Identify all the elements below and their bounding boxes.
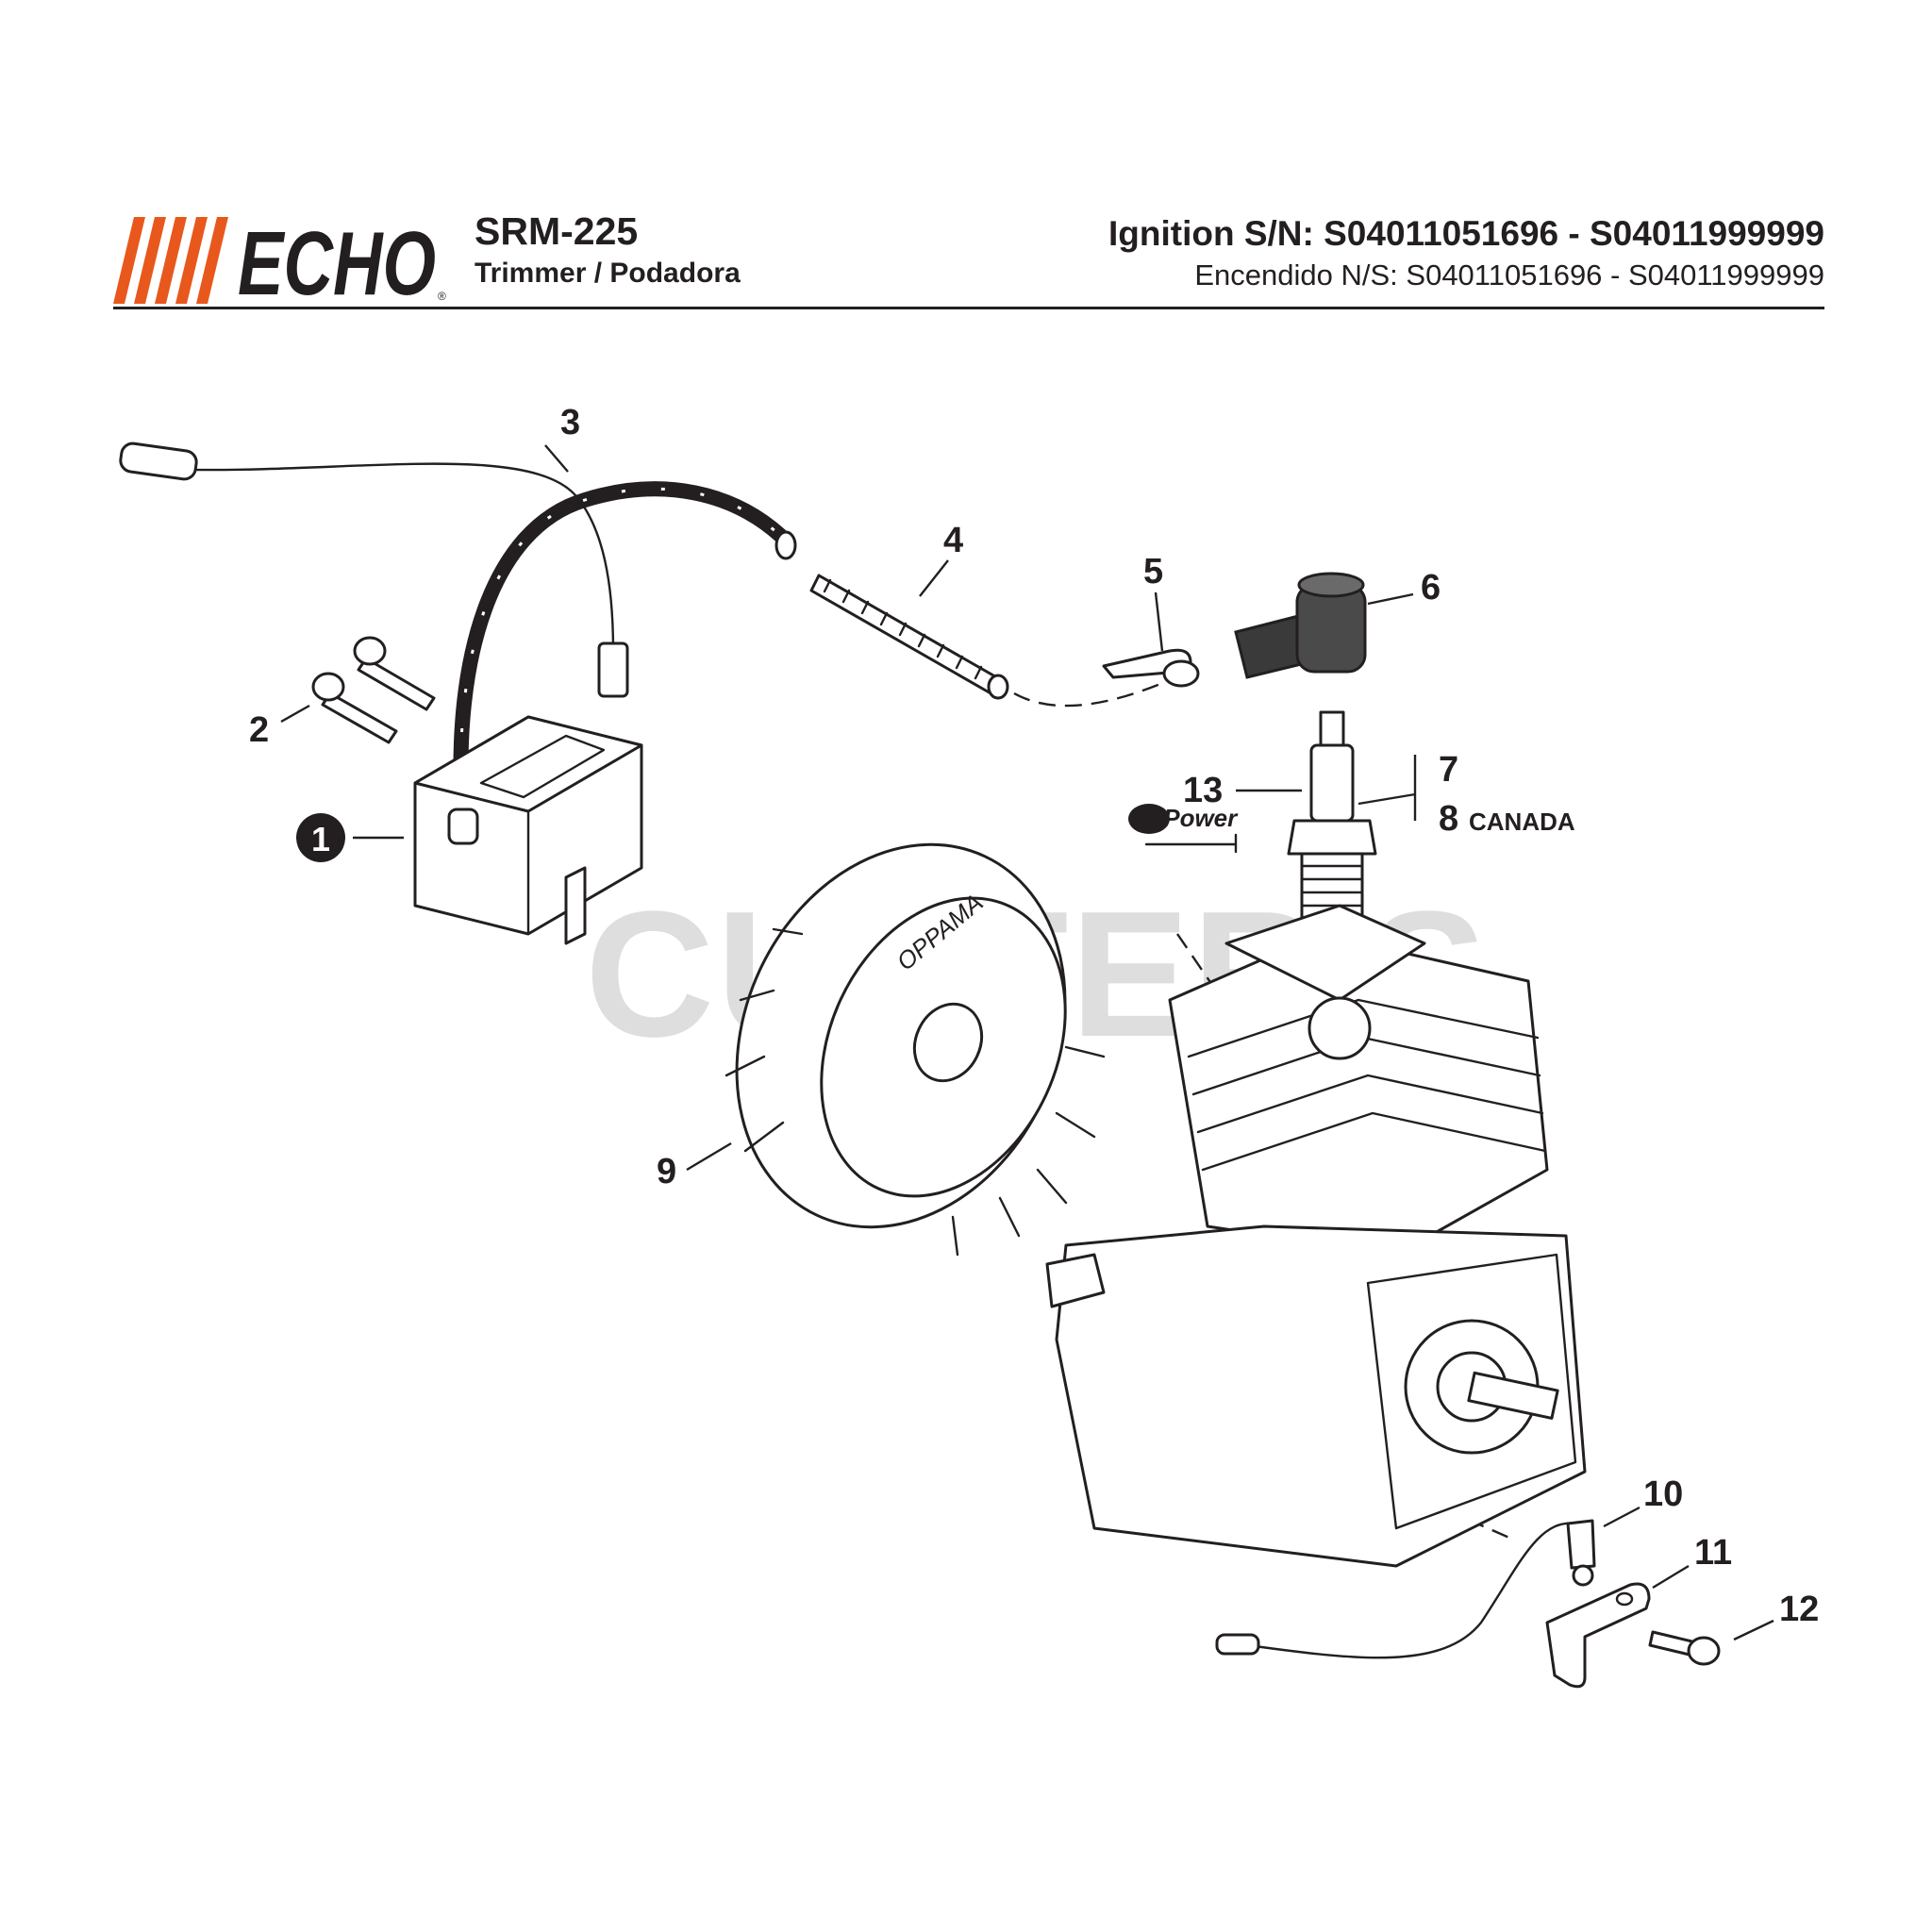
leader-3 bbox=[544, 444, 569, 473]
coil-core-slot bbox=[479, 734, 606, 799]
spark-plug-port bbox=[1307, 996, 1372, 1060]
leader-9 bbox=[686, 1141, 732, 1172]
header-divider bbox=[113, 307, 1824, 309]
spring-coils bbox=[823, 578, 983, 680]
serial-range-english: Ignition S/N: S04011051696 - S0401199999… bbox=[1108, 214, 1824, 253]
lead-end bbox=[774, 530, 797, 560]
plug-cap-body bbox=[1295, 583, 1367, 674]
callout-6: 6 bbox=[1421, 568, 1441, 608]
flywheel-hub bbox=[912, 1002, 984, 1083]
echo-logo: ECHO ® bbox=[113, 217, 446, 304]
callout-10: 10 bbox=[1643, 1474, 1683, 1514]
callout-2: 2 bbox=[249, 710, 269, 750]
ground-eyelet bbox=[1572, 1564, 1594, 1587]
clamp-body bbox=[1545, 1582, 1651, 1689]
callout-labels: 3 4 5 6 7 8 CANADA 13 2 1 9 10 11 12 bbox=[249, 403, 1819, 1629]
repower-logo: RePower bbox=[1128, 804, 1239, 854]
screw-head-lower bbox=[311, 672, 345, 702]
plug-insulator bbox=[1309, 743, 1355, 823]
registered-mark-icon: ® bbox=[438, 290, 446, 303]
part-1-ignition-coil bbox=[413, 715, 643, 945]
screw-shaft-upper bbox=[357, 657, 436, 711]
spade-connector bbox=[597, 641, 629, 698]
leader-7-8 bbox=[1357, 792, 1416, 806]
coil-mount-tab bbox=[564, 866, 587, 945]
repower-underline bbox=[1144, 833, 1238, 854]
callout-1-badge bbox=[296, 813, 345, 862]
leader-5 bbox=[1154, 591, 1164, 652]
repower-text: RePower bbox=[1132, 804, 1239, 832]
logo-wordmark: ECHO bbox=[238, 217, 436, 304]
clip-coil bbox=[1162, 659, 1200, 688]
callout-12: 12 bbox=[1779, 1590, 1819, 1629]
part-12-screw bbox=[1648, 1630, 1721, 1666]
coil-top bbox=[413, 715, 643, 813]
repower-badge-icon bbox=[1128, 804, 1170, 834]
ground-wire bbox=[192, 462, 615, 653]
page-header: ECHO ® SRM-225 Trimmer / Podadora Igniti… bbox=[113, 209, 1824, 308]
screw-head-upper bbox=[353, 636, 387, 666]
product-subtitle: Trimmer / Podadora bbox=[475, 258, 741, 289]
coil-lead-boss bbox=[447, 808, 479, 845]
plug-cap-top bbox=[1297, 572, 1365, 598]
engine-block bbox=[1045, 904, 1587, 1568]
callout-1: 1 bbox=[311, 820, 330, 858]
callout-3: 3 bbox=[560, 403, 580, 442]
ground-lead-end bbox=[1215, 1633, 1260, 1656]
part-6-plug-cap bbox=[1234, 572, 1367, 679]
part-9-flywheel: OPPAMA bbox=[724, 842, 1106, 1257]
screw-shaft-lower bbox=[321, 691, 398, 744]
callout-8-note: CANADA bbox=[1469, 808, 1575, 836]
leader-2 bbox=[280, 704, 310, 724]
plug-thread-lines bbox=[1300, 864, 1364, 908]
crankshaft bbox=[1467, 1371, 1559, 1420]
screw-head bbox=[1687, 1636, 1721, 1666]
model-name: SRM-225 bbox=[475, 209, 639, 253]
leader-10 bbox=[1603, 1506, 1641, 1528]
part-5-clip bbox=[1102, 648, 1200, 688]
assembly-line-spring bbox=[1013, 682, 1161, 708]
callout-13: 13 bbox=[1183, 771, 1223, 810]
part-11-clamp bbox=[1545, 1582, 1651, 1689]
mount-boss bbox=[1045, 1253, 1106, 1308]
leader-6 bbox=[1367, 592, 1414, 606]
part-3-wires bbox=[119, 441, 797, 819]
callout-7: 7 bbox=[1439, 750, 1458, 790]
cylinder-head bbox=[1224, 904, 1426, 1002]
serial-range-spanish: Encendido N/S: S04011051696 - S040119999… bbox=[1194, 258, 1824, 291]
part-2-screws bbox=[311, 636, 436, 744]
part-4-spring bbox=[809, 574, 1009, 700]
crankcase bbox=[1055, 1224, 1587, 1568]
ground-terminal bbox=[1566, 1519, 1596, 1570]
wire-terminal-end bbox=[119, 441, 198, 481]
flywheel-fins bbox=[724, 927, 1106, 1257]
lead-highlight bbox=[459, 487, 790, 812]
crankcase-flange bbox=[1366, 1253, 1577, 1530]
plug-hex bbox=[1287, 819, 1377, 856]
callout-5: 5 bbox=[1143, 552, 1163, 591]
callout-8: 8 bbox=[1439, 799, 1458, 839]
logo-stripes-icon bbox=[113, 217, 228, 304]
part-10-ground-wire bbox=[1215, 1519, 1596, 1659]
clamp-hole bbox=[1615, 1591, 1634, 1607]
leader-4 bbox=[919, 559, 949, 597]
callout-11: 11 bbox=[1694, 1533, 1732, 1573]
callout-4: 4 bbox=[943, 521, 963, 560]
ground-lead bbox=[1253, 1522, 1577, 1659]
spring-end bbox=[987, 674, 1009, 700]
plug-terminal bbox=[1319, 710, 1345, 747]
spring-body bbox=[809, 574, 1002, 696]
leader-lines bbox=[280, 444, 1774, 1641]
callout-9: 9 bbox=[657, 1152, 676, 1191]
leader-11 bbox=[1652, 1564, 1690, 1590]
leader-12 bbox=[1733, 1619, 1774, 1641]
